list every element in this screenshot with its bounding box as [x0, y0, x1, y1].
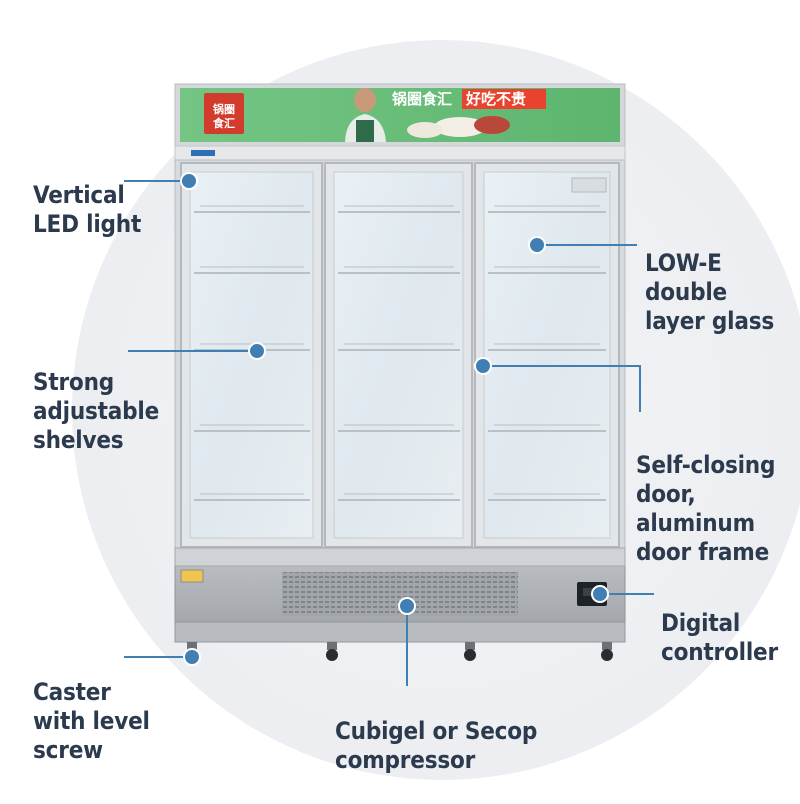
pointer-dot-compressor	[398, 597, 416, 615]
caster-mid-left	[326, 642, 338, 661]
sign-slogan-accent-bg	[462, 89, 546, 109]
sign-logo-text: 锅圈	[213, 102, 235, 116]
pointer-dot-controller	[591, 585, 609, 603]
pointer-dot-led	[180, 172, 198, 190]
cabinet-header	[174, 145, 626, 161]
brand-badge	[191, 150, 215, 156]
pointer-dot-glass	[528, 236, 546, 254]
sign-logo-text-2: 食汇	[213, 116, 235, 130]
pointer-dot-door	[474, 357, 492, 375]
controller-display	[583, 588, 595, 596]
caster-right	[601, 642, 613, 661]
door-sticker	[571, 177, 607, 193]
pointer-dot-shelves	[248, 342, 266, 360]
sign-logo-badge	[204, 93, 244, 134]
sign-person-head	[354, 88, 376, 112]
base-kick-plate	[174, 621, 626, 643]
warning-label	[180, 569, 204, 583]
sign-food-plate	[434, 117, 486, 137]
shelves-group	[194, 205, 606, 501]
pointer-dot-caster	[183, 648, 201, 666]
sign-person-apron	[356, 120, 374, 142]
pointer-line-door	[483, 365, 641, 412]
door-right	[474, 162, 620, 548]
base-top-trim	[174, 547, 626, 567]
sign-slogan-accent: 好吃不贵	[465, 90, 526, 108]
sign-food-plate-2	[407, 122, 443, 138]
top-sign-panel	[180, 88, 620, 142]
caster-mid-right	[464, 642, 476, 661]
sign-slogan-main: 锅圈食汇	[392, 90, 452, 108]
door-middle	[324, 162, 473, 548]
sign-food-pot	[474, 116, 510, 134]
